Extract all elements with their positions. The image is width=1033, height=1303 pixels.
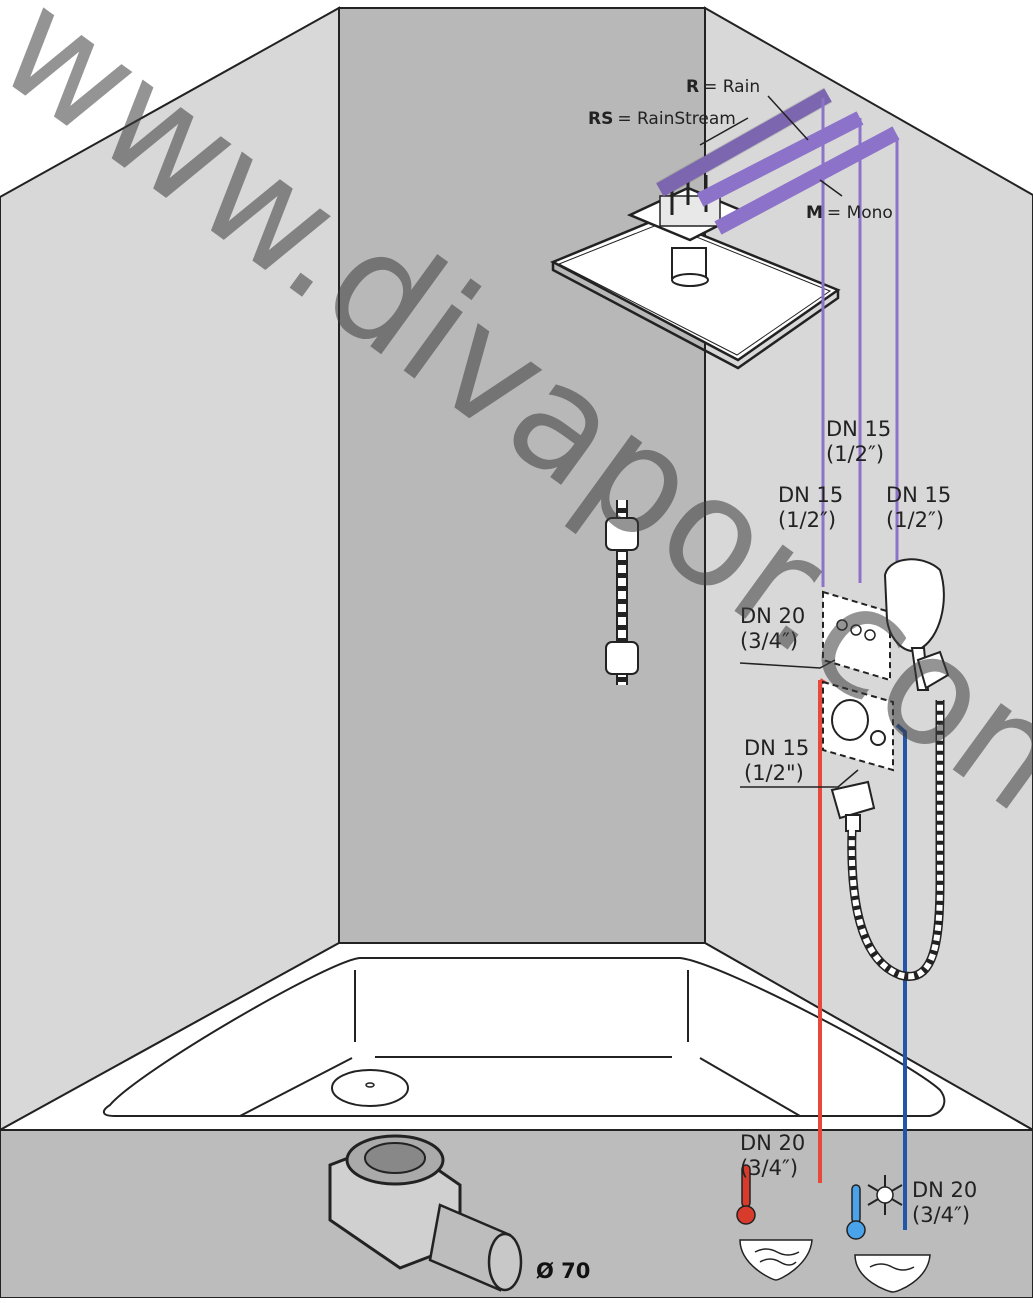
legend-mono-text: = Mono (827, 203, 893, 223)
legend-rain-key: R (686, 77, 699, 97)
wall-outlet (830, 780, 876, 832)
bathtub-basin (102, 957, 946, 1117)
label-dn15-low-inch: (1/2") (744, 761, 804, 785)
body-jet-bar (605, 500, 639, 685)
legend-rain-text: = Rain (703, 77, 760, 97)
basin-floor-right (699, 1057, 801, 1117)
legend-rainstream-key: RS (588, 109, 613, 129)
label-dn20-mid-inch: (3/4″) (740, 629, 798, 653)
thermostat-module (822, 680, 894, 772)
label-dn20-hot-inch: (3/4″) (740, 1156, 798, 1180)
drain-diameter-label: Ø 70 (536, 1259, 590, 1283)
svg-text:M= Mono: M= Mono (806, 203, 893, 223)
label-dn15-top-size: DN 15 (826, 417, 891, 441)
label-dn15-left-inch: (1/2″) (778, 508, 836, 532)
body-jet-upper (605, 517, 639, 551)
svg-text:RS= RainStream: RS= RainStream (588, 109, 736, 129)
label-dn15-low-size: DN 15 (744, 736, 809, 760)
pipe-rainstream-overhead (656, 88, 832, 197)
label-dn15-left-size: DN 15 (778, 483, 843, 507)
purple-supply-pipes (655, 87, 900, 640)
svg-text:R= Rain: R= Rain (686, 77, 760, 97)
label-dn20-hot-size: DN 20 (740, 1131, 805, 1155)
drain-trap (328, 1134, 523, 1292)
hot-water-icon (736, 1164, 813, 1281)
leader-lines (699, 95, 859, 788)
cold-water-pipe (895, 723, 907, 1230)
diverter-module (822, 590, 891, 682)
pipe-mono-overhead (714, 126, 900, 235)
label-dn15-right-size: DN 15 (886, 483, 951, 507)
label-dn20-cold-size: DN 20 (912, 1178, 977, 1202)
legend-rainstream-text: = RainStream (617, 109, 736, 129)
label-dn15-right-inch: (1/2″) (886, 508, 944, 532)
body-jet-lower (605, 641, 639, 675)
hand-shower (883, 558, 950, 691)
cold-water-icon (846, 1175, 931, 1293)
label-dn20-cold-inch: (3/4″) (912, 1203, 970, 1227)
legend-mono-key: M (806, 203, 823, 223)
label-dn20-mid-size: DN 20 (740, 604, 805, 628)
pipe-rain-overhead (696, 111, 864, 207)
label-dn15-top-inch: (1/2″) (826, 442, 884, 466)
basin-floor-left (239, 1057, 353, 1117)
tub-drain-plug (331, 1069, 409, 1107)
